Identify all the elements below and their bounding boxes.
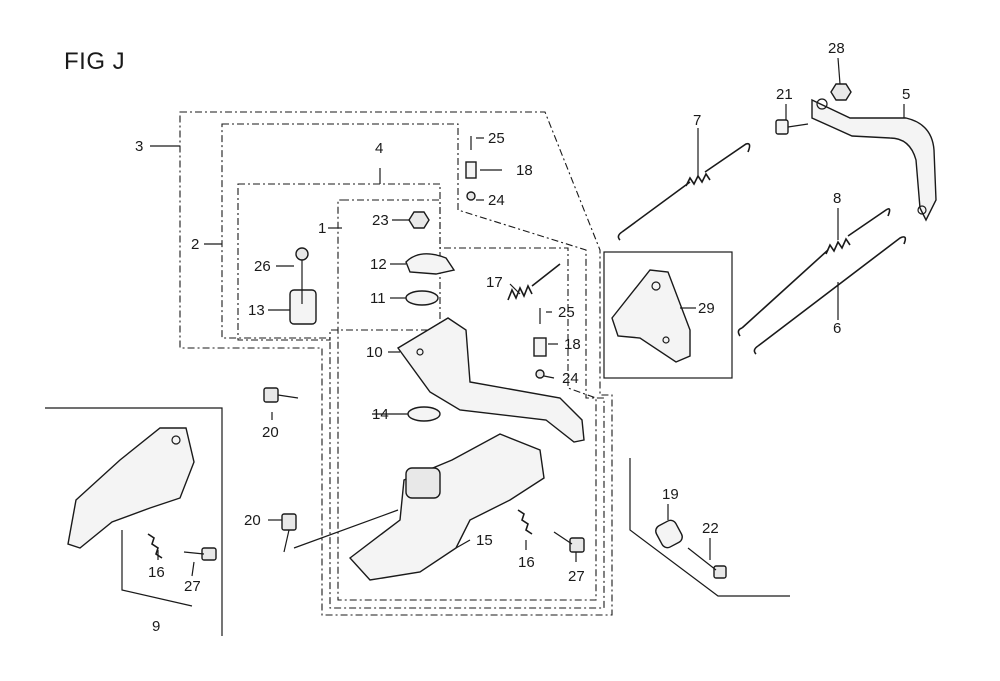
callout-20-lower: 20 xyxy=(244,512,261,529)
spring-7 xyxy=(617,142,751,241)
group-outline-3 xyxy=(179,111,613,616)
callout-25-upper: 25 xyxy=(488,130,505,147)
callout-27-main: 27 xyxy=(568,568,585,585)
bolt-20-lower xyxy=(281,513,297,553)
inset-frame-19 xyxy=(629,458,790,597)
plate-12 xyxy=(405,253,456,275)
leader-lines xyxy=(121,57,905,607)
callout-18-upper: 18 xyxy=(516,162,533,179)
callout-25-lower: 25 xyxy=(558,304,575,321)
callout-28: 28 xyxy=(828,40,845,57)
group-outline-4 xyxy=(237,183,441,341)
callout-22: 22 xyxy=(702,520,719,537)
callout-10: 10 xyxy=(366,344,383,361)
bolt-27-main xyxy=(553,531,585,553)
callout-7: 7 xyxy=(693,112,701,129)
collar-19 xyxy=(655,519,683,549)
callout-20-upper: 20 xyxy=(262,424,279,441)
stopper-13 xyxy=(289,289,317,325)
callout-17: 17 xyxy=(486,274,503,291)
callout-6: 6 xyxy=(833,320,841,337)
plate-15 xyxy=(348,433,545,581)
callout-15: 15 xyxy=(476,532,493,549)
nut-23 xyxy=(408,211,430,229)
group-outline-29 xyxy=(603,251,733,379)
callout-16-inset: 16 xyxy=(148,564,165,581)
spring-8 xyxy=(737,208,891,337)
callout-3: 3 xyxy=(135,138,143,155)
group-outline-1 xyxy=(337,199,597,601)
callout-16-main: 16 xyxy=(518,554,535,571)
bracket-29 xyxy=(611,269,691,363)
lever-5 xyxy=(811,98,937,222)
group-outline-2 xyxy=(221,123,605,609)
callout-5: 5 xyxy=(902,86,910,103)
fastener-stack-lower xyxy=(533,308,547,379)
callout-23: 23 xyxy=(372,212,389,229)
washer-11 xyxy=(405,290,439,306)
bolt-22 xyxy=(687,547,727,579)
callout-13: 13 xyxy=(248,302,265,319)
callout-24-lower: 24 xyxy=(562,370,579,387)
callout-12: 12 xyxy=(370,256,387,273)
callout-1: 1 xyxy=(318,220,326,237)
arm-10 xyxy=(396,317,585,443)
callout-4: 4 xyxy=(375,140,383,157)
bolt-21 xyxy=(775,119,809,135)
bolt-20-upper xyxy=(263,387,299,403)
callout-labels: 3 2 4 1 26 13 23 12 11 10 14 25 18 24 17… xyxy=(135,40,910,635)
callout-11: 11 xyxy=(370,290,386,307)
callout-29: 29 xyxy=(698,300,715,317)
bracket-9 xyxy=(67,427,195,549)
spring-17 xyxy=(507,263,561,301)
nut-28 xyxy=(830,83,852,101)
figure-title: FIG J xyxy=(64,48,126,75)
callout-14: 14 xyxy=(372,406,389,423)
screw-26 xyxy=(295,247,309,304)
callout-19: 19 xyxy=(662,486,679,503)
spring-16-inset xyxy=(147,533,163,559)
callout-26: 26 xyxy=(254,258,271,275)
inset-frame-9 xyxy=(45,407,223,636)
callout-8: 8 xyxy=(833,190,841,207)
bolt-27-inset xyxy=(183,547,217,561)
callout-27-inset: 27 xyxy=(184,578,201,595)
callout-18-lower: 18 xyxy=(564,336,581,353)
callout-21: 21 xyxy=(776,86,793,103)
washer-14 xyxy=(407,406,441,422)
callout-2: 2 xyxy=(191,236,199,253)
callout-9: 9 xyxy=(152,618,160,635)
spring-16-main xyxy=(517,509,533,535)
callout-24-upper: 24 xyxy=(488,192,505,209)
rod-6 xyxy=(753,236,907,355)
fastener-stack-upper xyxy=(465,136,477,201)
